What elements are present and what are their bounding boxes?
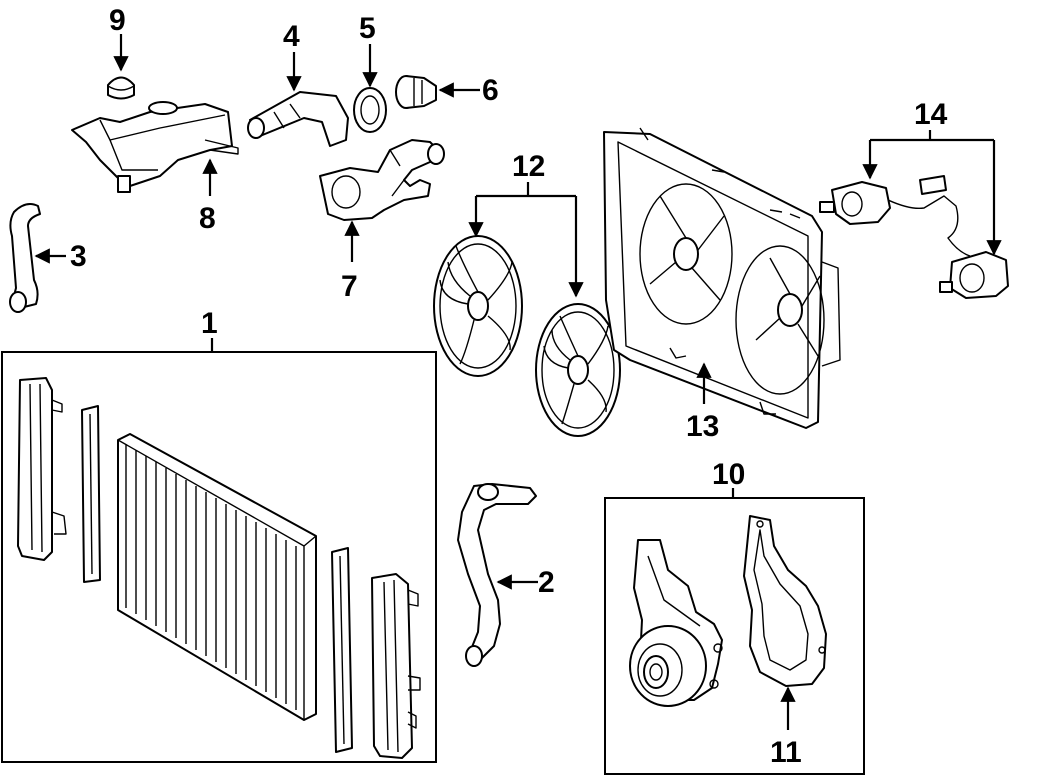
radiator-assembly-box [1, 351, 437, 763]
part-8-reservoir-tank [71, 101, 239, 196]
callout-5: 5 [359, 12, 376, 45]
callout-9: 9 [109, 4, 126, 37]
callout-12: 12 [512, 150, 545, 183]
part-13-fan-shroud [603, 127, 841, 429]
part-12-fan-left [433, 235, 523, 377]
callout-6: 6 [482, 74, 499, 107]
part-1-radiator-assembly [17, 377, 421, 759]
part-7-water-inlet-housing [319, 139, 445, 262]
callout-14: 14 [914, 98, 948, 131]
callout-7: 7 [341, 270, 358, 303]
part-5-gasket [353, 44, 387, 133]
callout-11: 11 [770, 736, 802, 769]
callout-2: 2 [538, 566, 555, 599]
part-14-fan-motor-lower [939, 251, 1009, 299]
callout-8: 8 [199, 202, 216, 235]
part-11-water-pump-gasket [743, 515, 827, 730]
callout-3: 3 [70, 240, 87, 273]
callout-10: 10 [712, 458, 745, 491]
callout-1: 1 [201, 307, 218, 340]
part-14-fan-motor-upper [819, 175, 971, 257]
part-4-water-outlet [247, 52, 349, 147]
part-6-thermostat [395, 75, 480, 109]
callout-4: 4 [283, 20, 300, 53]
water-pump-box [604, 497, 865, 775]
leader-14 [862, 130, 1002, 256]
part-9-reservoir-cap [107, 34, 135, 100]
callout-13: 13 [686, 410, 719, 443]
part-10-water-pump [629, 539, 723, 707]
part-12-fan-right [535, 303, 621, 437]
part-2-lower-hose [457, 483, 538, 667]
leader-12 [468, 182, 584, 298]
part-3-radiator-hose [9, 203, 66, 313]
